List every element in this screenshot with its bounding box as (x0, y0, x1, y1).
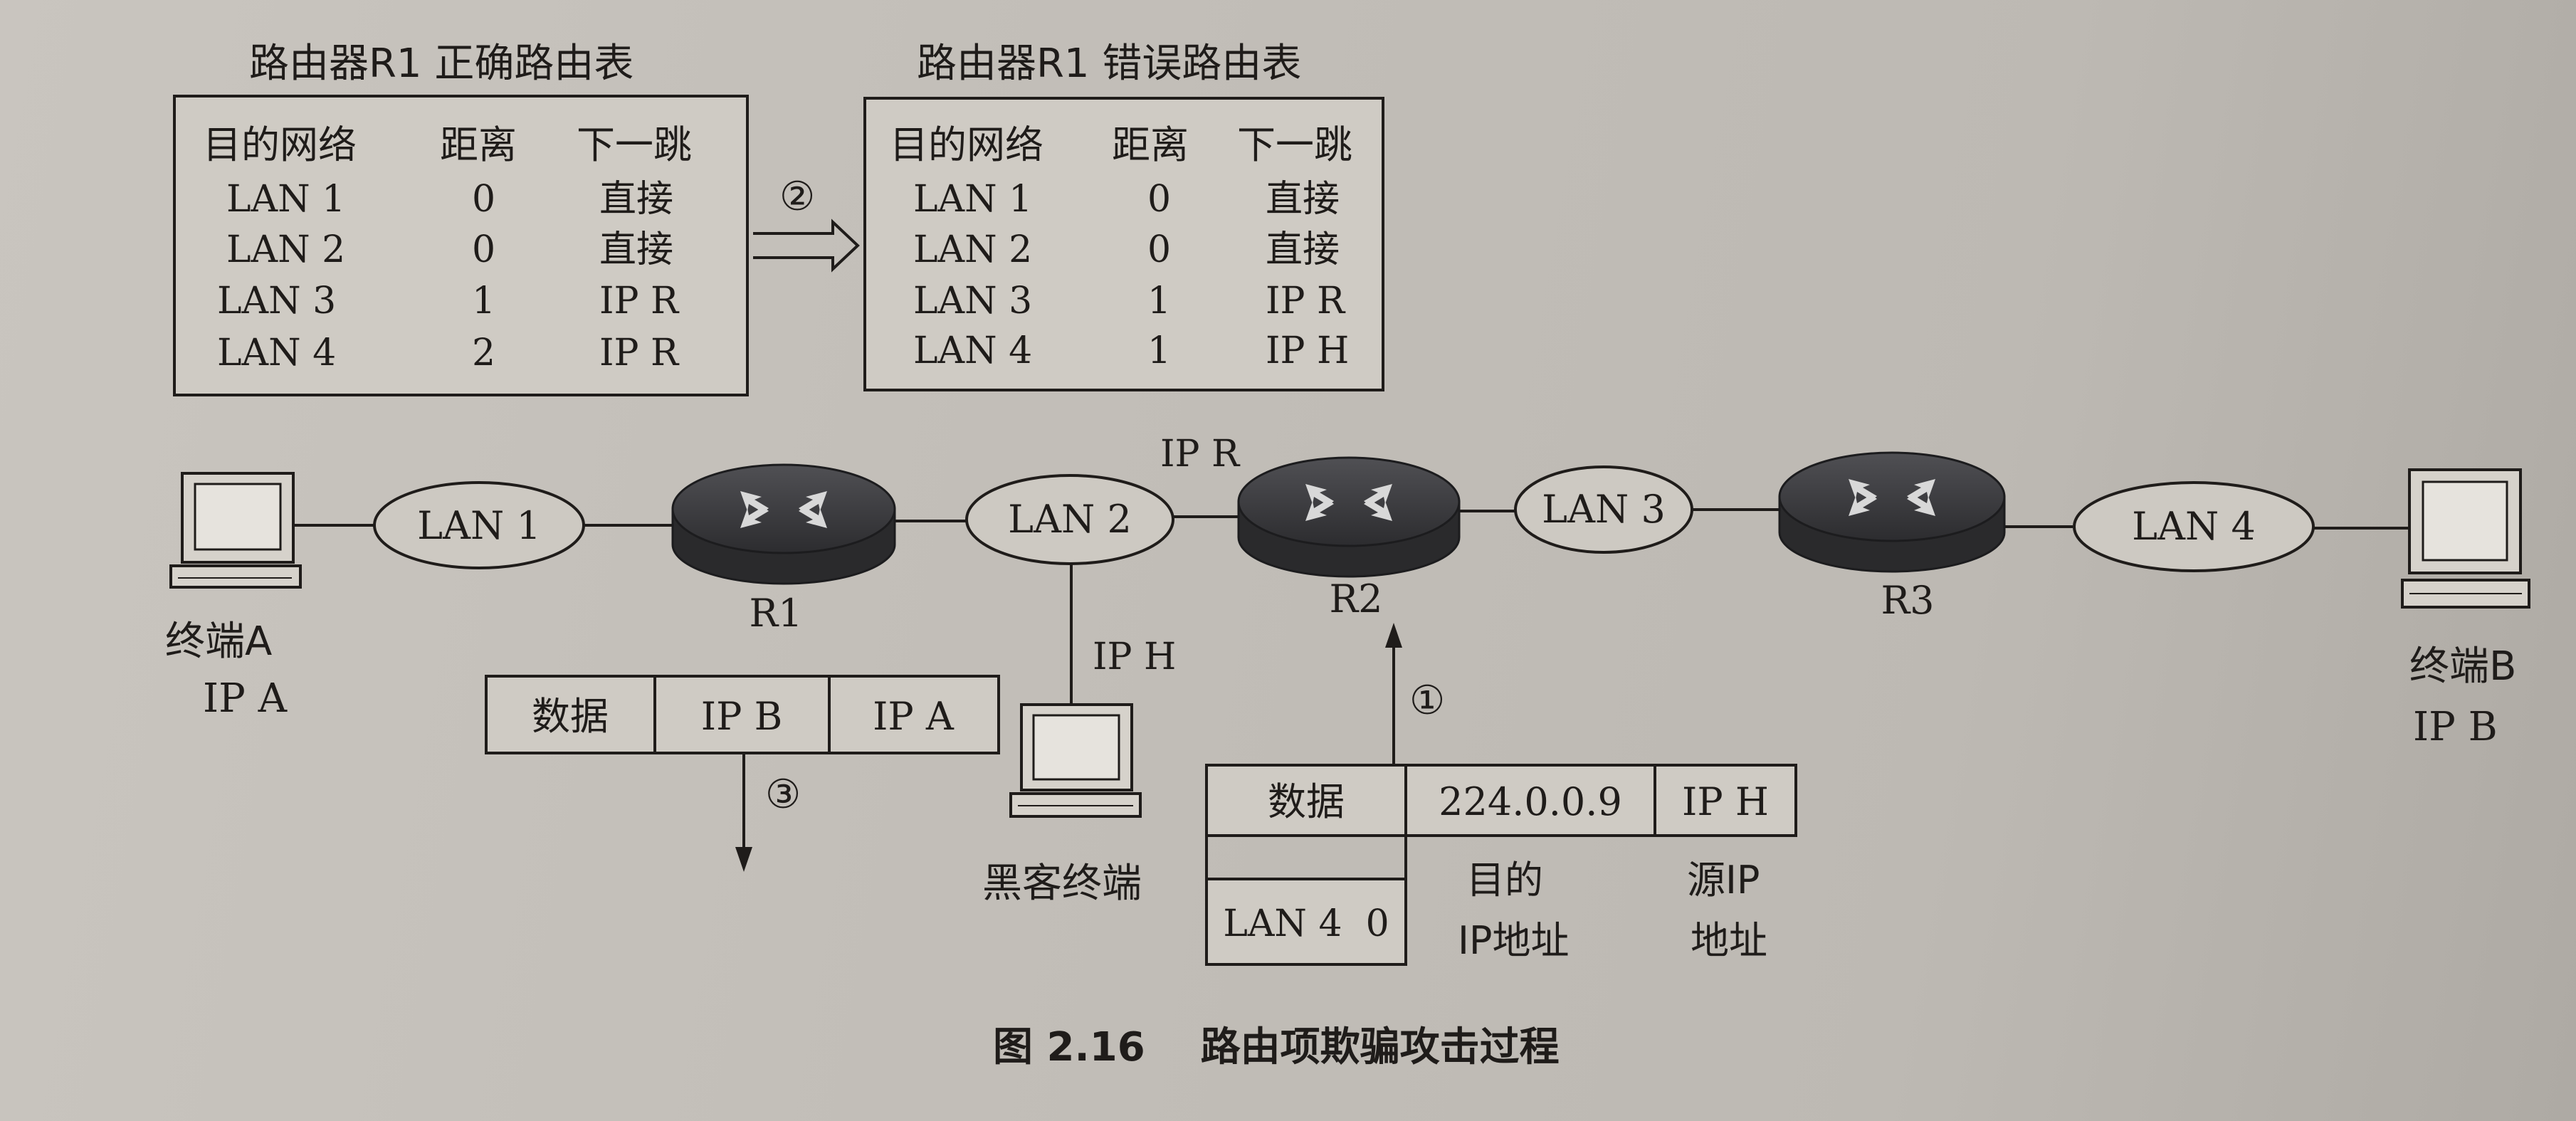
correct-table-header-dist: 距离 (440, 122, 517, 167)
spoof-packet-data: 数据 (1268, 779, 1345, 824)
terminal-b-ip: IP B (2413, 704, 2498, 750)
wrong-table-header-next: 下一跳 (1237, 122, 1352, 167)
figure-caption: 图 2.16 路由项欺骗攻击过程 (993, 1024, 1560, 1070)
router-r1: R1 (671, 463, 896, 636)
router-r2-label: R2 (1329, 577, 1382, 621)
hacker-computer-icon (1009, 703, 1142, 818)
correct-row-2-dist: 0 (472, 228, 495, 271)
wrong-row-4-dist: 1 (1147, 330, 1171, 372)
correct-table-box (173, 95, 749, 396)
correct-row-1-dest: LAN 1 (226, 178, 345, 221)
correct-row-3-dest: LAN 3 (217, 280, 336, 322)
correct-row-4-next: IP R (599, 332, 680, 374)
correct-row-4-dest: LAN 4 (217, 332, 336, 374)
correct-row-1-next: 直接 (599, 178, 673, 221)
step-1-label: ① (1409, 678, 1445, 724)
spoof-route-entry-box (1205, 878, 1407, 966)
correct-row-2-next: 直接 (599, 228, 673, 271)
lan-4-label: LAN 4 (2132, 504, 2256, 549)
wrong-row-1-next: 直接 (1266, 178, 1340, 221)
spoof-packet: 数据 224.0.0.9 IP H LAN 4 0 (1205, 764, 1797, 966)
packet-to-b-src: IP A (873, 694, 955, 739)
wrong-row-2-dest: LAN 2 (913, 228, 1032, 271)
lan-3-label: LAN 3 (1542, 487, 1666, 532)
terminal-b-computer-icon (2401, 468, 2530, 609)
lan-1: LAN 1 (373, 481, 585, 569)
hacker-name: 黑客终端 (982, 861, 1142, 907)
lan-2: LAN 2 (965, 474, 1174, 565)
router-r3-label: R3 (1881, 578, 1934, 623)
wrong-row-3-dist: 1 (1147, 280, 1171, 322)
correct-table-title: 路由器R1 正确路由表 (249, 41, 634, 87)
wrong-row-4-next: IP H (1266, 330, 1349, 372)
terminal-a-computer-icon (169, 472, 302, 589)
router-r2-arrows-icon (1305, 484, 1392, 521)
step-2-arrow: ② (753, 174, 860, 273)
step-3-arrow: ③ (735, 754, 801, 872)
wrong-row-3-next: IP R (1266, 280, 1346, 322)
wrong-routing-table: 路由器R1 错误路由表 目的网络 距离 下一跳 LAN 1 0 直接 LAN 2… (863, 41, 1384, 391)
router-r1-arrows-icon (740, 491, 827, 528)
spoof-src-label-2: 地址 (1691, 918, 1767, 963)
spoof-dst-label-2: IP地址 (1458, 918, 1570, 963)
network-links (293, 508, 2409, 719)
wrong-table-header-dest: 目的网络 (890, 122, 1043, 167)
router-r3-arrows-icon (1849, 479, 1935, 516)
wrong-row-1-dest: LAN 1 (913, 178, 1032, 221)
spoof-packet-dst: 224.0.0.9 (1439, 779, 1622, 824)
wrong-row-1-dist: 0 (1147, 178, 1171, 221)
spoof-dst-label-1: 目的 (1466, 858, 1543, 902)
correct-table-header-next: 下一跳 (577, 122, 692, 167)
router-r1-label: R1 (749, 591, 802, 636)
spoof-route-entry: LAN 4 0 (1223, 902, 1389, 945)
correct-row-4-dist: 2 (472, 332, 495, 374)
step-1-arrow: ① (1385, 623, 1445, 765)
packet-to-b-data: 数据 (532, 694, 609, 739)
wrong-row-2-dist: 0 (1147, 228, 1171, 271)
correct-routing-table: 路由器R1 正确路由表 目的网络 距离 下一跳 LAN 1 0 直接 LAN 2… (173, 41, 749, 396)
ip-h-label: IP H (1093, 636, 1176, 678)
terminal-a-ip: IP A (203, 675, 288, 722)
correct-row-3-dist: 1 (472, 280, 495, 322)
correct-row-3-next: IP R (599, 280, 680, 322)
correct-table-header-dest: 目的网络 (203, 122, 357, 167)
terminal-b-name: 终端B (2409, 643, 2516, 690)
wrong-table-header-dist: 距离 (1112, 122, 1189, 167)
wrong-table-title: 路由器R1 错误路由表 (917, 41, 1301, 87)
correct-row-2-dest: LAN 2 (226, 228, 345, 271)
wrong-table-box (863, 97, 1384, 391)
router-r2: R2 (1237, 456, 1461, 621)
lan-3: LAN 3 (1514, 465, 1693, 554)
router-r3: R3 (1778, 451, 2006, 623)
terminal-a-name: 终端A (165, 619, 272, 665)
packet-to-b-dst: IP B (701, 694, 783, 739)
wrong-row-4-dest: LAN 4 (913, 330, 1032, 372)
packet-to-b: 数据 IP B IP A (485, 675, 1000, 754)
wrong-row-3-dest: LAN 3 (913, 280, 1032, 322)
lan-1-label: LAN 1 (417, 503, 541, 548)
lan-4: LAN 4 (2073, 481, 2315, 572)
correct-row-1-dist: 0 (472, 178, 495, 221)
ip-r-label: IP R (1160, 433, 1241, 475)
spoof-packet-src: IP H (1682, 779, 1769, 824)
lan-2-label: LAN 2 (1008, 497, 1132, 542)
wrong-row-2-next: 直接 (1266, 228, 1340, 271)
step-2-label: ② (779, 174, 815, 220)
spoof-src-label-1: 源IP (1687, 858, 1760, 902)
step-3-label: ③ (765, 772, 801, 818)
